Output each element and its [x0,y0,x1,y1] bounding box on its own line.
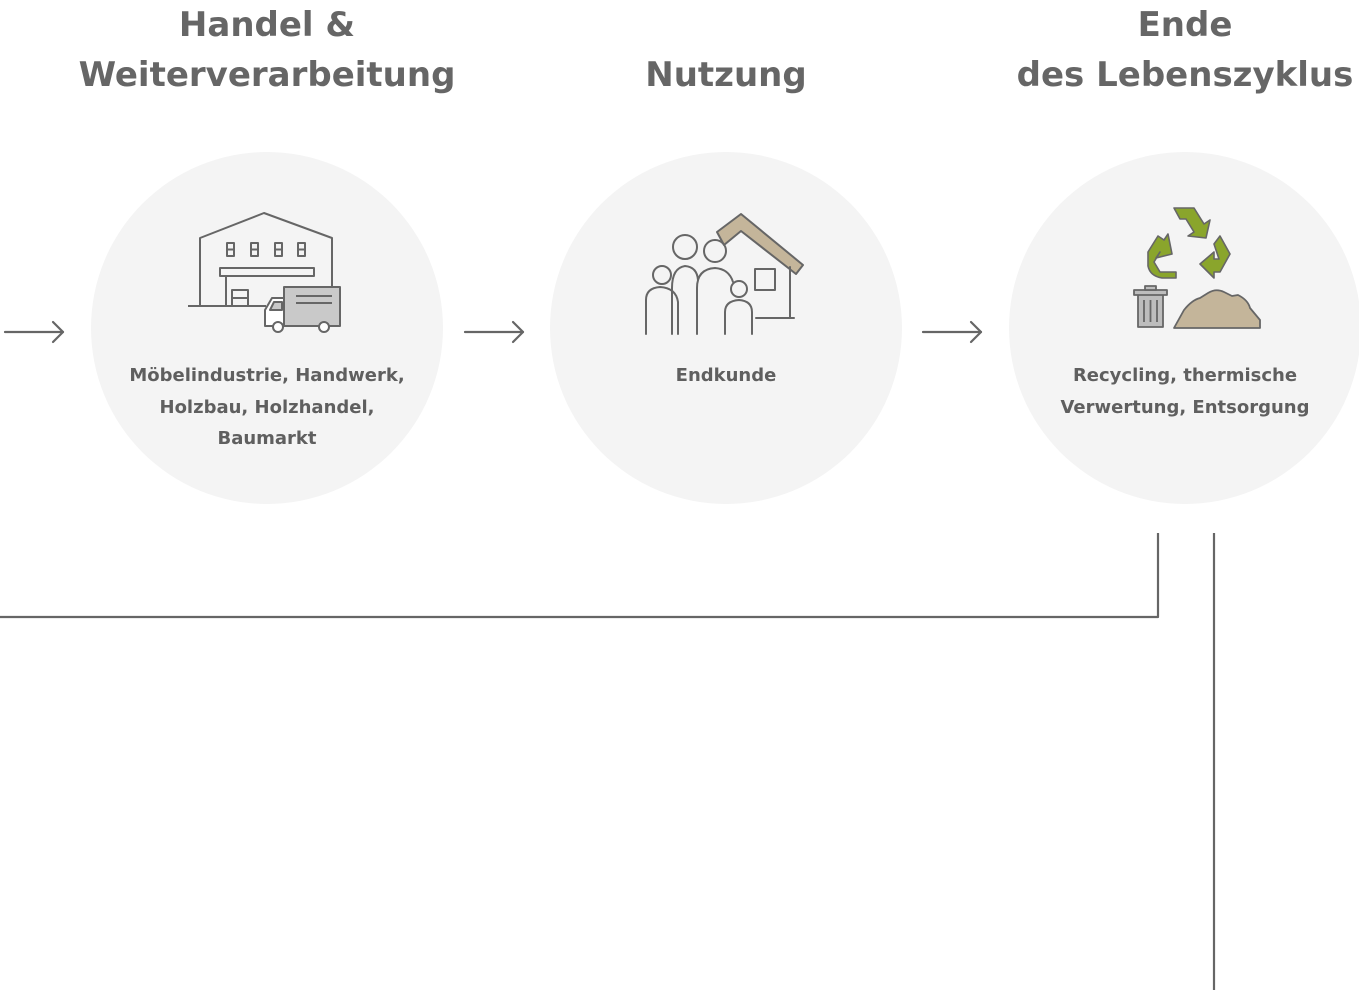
stage-circle-handel [91,152,443,504]
stage-caption-handel: Möbelindustrie, Handwerk, Holzbau, Holzh… [107,360,427,455]
warehouse-truck-icon [188,212,341,333]
caption-line: Recycling, thermische [1072,365,1298,386]
caption-line: Möbelindustrie, Handwerk, [129,365,405,386]
stage-title-line: des Lebenszyklus [1016,55,1354,95]
arrow-right-icon [921,320,983,344]
family-house-icon [645,213,804,335]
stage-caption-ende: Recycling, thermische Verwertung, Entsor… [1025,360,1345,423]
caption-line: Holzbau, Holzhandel, [159,396,375,418]
stage-title-line: Handel & [178,5,356,45]
caption-line: Verwertung, Entsorgung [1060,396,1310,418]
recycling-trash-icon [1133,207,1261,329]
stage-title-handel: Handel & Weiterverarbeitung [79,0,456,100]
stage-title-nutzung: Nutzung [645,50,806,100]
stage-caption-nutzung: Endkunde [566,360,886,392]
arrow-right-icon [3,320,65,344]
stage-title-ende: Ende des Lebenszyklus [1017,0,1354,100]
stage-title-line: Ende [1137,5,1233,45]
caption-line: Baumarkt [217,428,317,449]
arrow-right-icon [463,320,525,344]
stage-title-line: Weiterverarbeitung [78,55,456,95]
return-loop-line [0,533,1160,619]
stage-title-line: Nutzung [645,55,807,95]
caption-line: Endkunde [675,365,777,386]
